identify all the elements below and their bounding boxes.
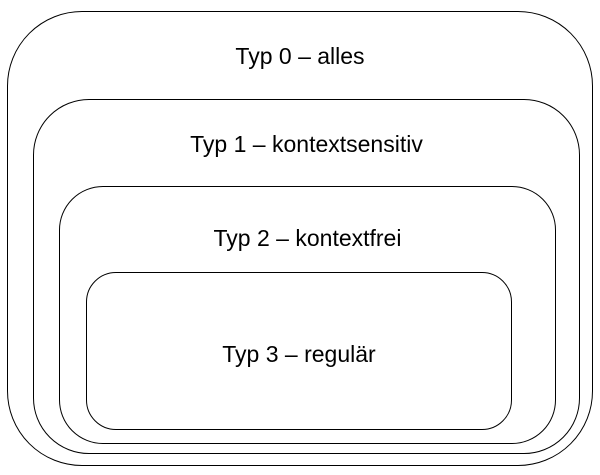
type-3-label: Typ 3 – regulär: [222, 341, 376, 367]
type-2-label: Typ 2 – kontextfrei: [213, 225, 402, 251]
type-0-label: Typ 0 – alles: [235, 43, 365, 69]
type-1-label: Typ 1 – kontextsensitiv: [190, 131, 423, 157]
type-3-container: [86, 272, 512, 430]
